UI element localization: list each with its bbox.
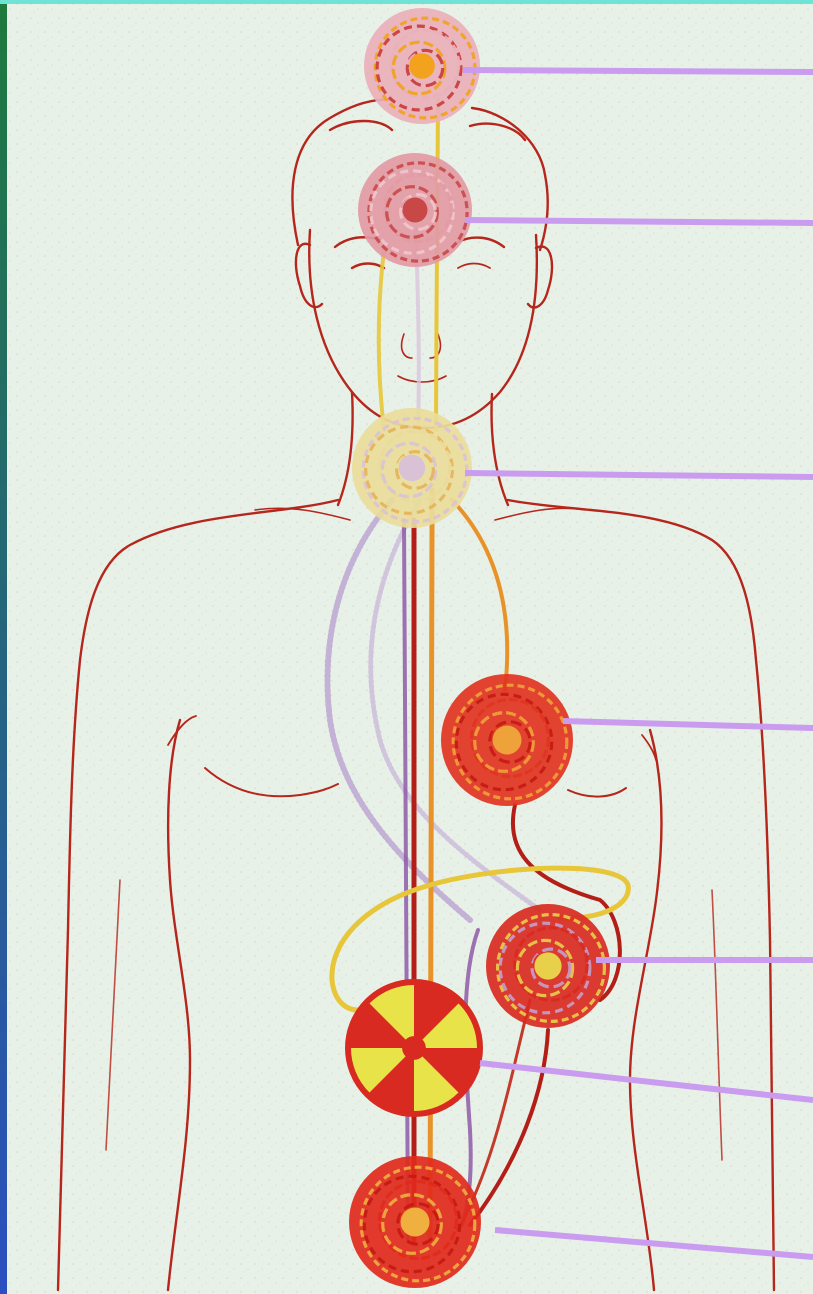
channel-face-right [436, 100, 438, 430]
brow-core [403, 198, 428, 223]
heart-core [493, 726, 522, 755]
leader-line-crown [463, 70, 813, 72]
crown-center [364, 8, 480, 124]
brow-center [358, 153, 472, 267]
left-edge-band [0, 0, 7, 1294]
channel-central-orange [430, 490, 432, 1240]
throat-core [399, 455, 425, 481]
root-center [349, 1156, 481, 1288]
leader-line-throat [465, 473, 813, 477]
solar-plexus-core [534, 952, 561, 979]
root-core [401, 1208, 430, 1237]
leader-line-brow [465, 220, 813, 223]
crown-core [409, 53, 435, 79]
top-edge-band [0, 0, 813, 4]
sacral-hub [402, 1036, 426, 1060]
throat-center [352, 408, 472, 528]
sacral-center [348, 982, 480, 1114]
heart-center [441, 674, 573, 806]
solar-plexus-center [486, 904, 610, 1028]
